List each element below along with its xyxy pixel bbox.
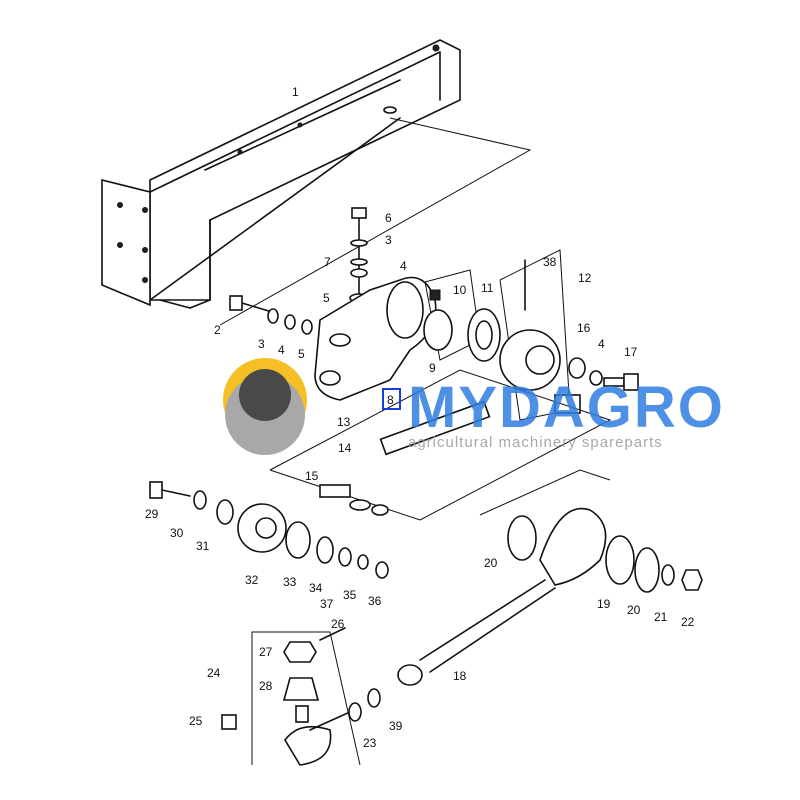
callout: 15 — [305, 469, 319, 483]
callout-highlighted: 8 — [387, 393, 394, 407]
callout: 25 — [189, 714, 203, 728]
bearing-bracket — [314, 276, 437, 401]
callout: 2 — [214, 323, 221, 337]
watermark-brand: MYDAGRO — [408, 375, 725, 440]
chain-links — [269, 369, 612, 521]
callout: 1 — [292, 85, 299, 99]
callout: 18 — [453, 669, 467, 683]
callout: 26 — [331, 617, 345, 631]
sprocket-assembly-12 — [499, 249, 639, 421]
callout: 39 — [389, 719, 403, 733]
callout: 11 — [481, 281, 494, 295]
callout: 16 — [577, 321, 591, 335]
callout: 28 — [259, 679, 273, 693]
callout: 4 — [278, 343, 285, 357]
callout: 7 — [324, 255, 331, 269]
callout: 36 — [368, 594, 382, 608]
callout: 34 — [309, 581, 323, 595]
callout: 10 — [453, 283, 467, 297]
callout: 17 — [624, 345, 638, 359]
callout: 4 — [598, 337, 605, 351]
callout: 12 — [578, 271, 592, 285]
highlight-box — [382, 388, 401, 410]
callout: 9 — [429, 361, 436, 375]
callout: 29 — [145, 507, 159, 521]
watermark-tagline: agricultural machinery spareparts — [408, 434, 663, 451]
callout: 30 — [170, 526, 184, 540]
callout: 13 — [337, 415, 351, 429]
callout: 5 — [323, 291, 330, 305]
callout: 20 — [627, 603, 641, 617]
lower-sprocket-stack — [149, 481, 389, 579]
callout: 5 — [298, 347, 305, 361]
callout: 4 — [400, 259, 407, 273]
connecting-rod — [397, 469, 703, 686]
callout: 24 — [207, 666, 221, 680]
callout: 3 — [258, 337, 265, 351]
callout: 31 — [196, 539, 210, 553]
callout: 23 — [363, 736, 377, 750]
callout: 21 — [654, 610, 668, 624]
bolt-part-2 — [229, 295, 313, 335]
frame-part-1 — [101, 39, 532, 326]
callout: 3 — [385, 233, 392, 247]
callout-labels: 1 6 3 7 4 5 2 3 4 5 10 11 9 38 12 16 4 1… — [145, 85, 695, 750]
callout: 27 — [259, 645, 273, 659]
bolt-stack — [349, 207, 369, 303]
bearing-set — [423, 269, 501, 362]
callout: 38 — [543, 255, 557, 269]
callout: 37 — [320, 597, 334, 611]
callout: 33 — [283, 575, 297, 589]
callout: 32 — [245, 573, 259, 587]
callout: 20 — [484, 556, 498, 570]
callout: 22 — [681, 615, 695, 629]
callout: 14 — [338, 441, 352, 455]
ball-joint-24 — [221, 627, 381, 766]
callout: 19 — [597, 597, 611, 611]
callout: 35 — [343, 588, 357, 602]
callout: 6 — [385, 211, 392, 225]
watermark: MYDAGRO agricultural machinery sparepart… — [223, 358, 725, 455]
